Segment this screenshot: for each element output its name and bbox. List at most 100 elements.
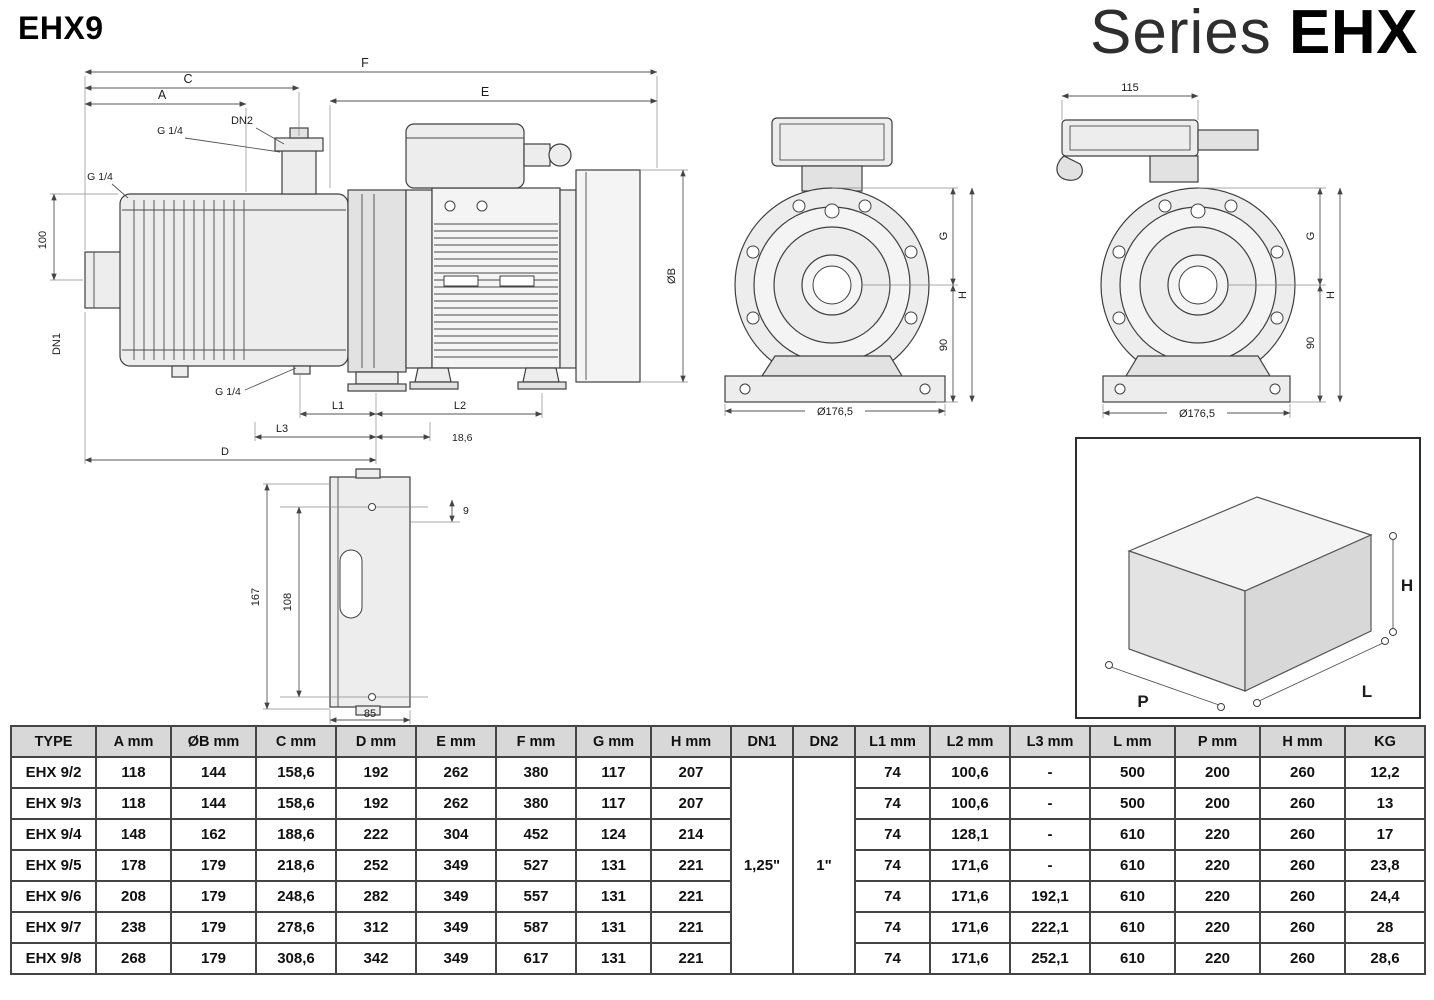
dim-label-l3: L3 (276, 423, 288, 435)
value-cell: 260 (1259, 756, 1346, 789)
column-header-11: L1 mm (854, 725, 931, 758)
dim-label-l2: L2 (454, 400, 466, 412)
value-cell: 171,6 (929, 942, 1011, 975)
leader-labels: G 1/4 G 1/4 G 1/4 DN2 (87, 115, 297, 398)
flange-slot (339, 549, 363, 619)
dim-label-l: L (1362, 682, 1372, 701)
column-header-13: L3 mm (1009, 725, 1091, 758)
value-cell: - (1009, 849, 1091, 882)
value-cell: 268 (95, 942, 172, 975)
motor-bolt (476, 200, 488, 212)
dim-label-108: 108 (282, 593, 294, 611)
motor (405, 123, 641, 390)
dim-label-dn1: DN1 (51, 333, 63, 355)
value-cell: 74 (854, 942, 931, 975)
dim-label-h: H (1325, 291, 1337, 299)
value-cell: 100,6 (929, 756, 1011, 789)
dim-label-90: 90 (1305, 337, 1317, 349)
dim-label-diameter: Ø176,5 (1179, 408, 1215, 420)
dim-label-e: E (481, 85, 489, 99)
value-cell: 380 (495, 756, 577, 789)
value-cell: 118 (95, 756, 172, 789)
dim-label-g: G (1305, 232, 1317, 241)
type-cell: EHX 9/7 (10, 911, 97, 944)
value-cell: 192 (335, 787, 417, 820)
value-cell: 131 (575, 880, 652, 913)
value-cell: 221 (650, 849, 732, 882)
value-cell: 610 (1089, 942, 1176, 975)
cable-gland-nut (548, 143, 572, 167)
value-cell: 380 (495, 787, 577, 820)
drain-plug (171, 365, 189, 378)
vent-plug (1190, 203, 1206, 219)
value-cell: 118 (95, 787, 172, 820)
column-header-6: F mm (495, 725, 577, 758)
value-cell: 28 (1344, 911, 1426, 944)
column-header-0: TYPE (10, 725, 97, 758)
dim-label-diameter: Ø176,5 (817, 406, 853, 418)
value-cell: 148 (95, 818, 172, 851)
cover-hook (1056, 155, 1083, 181)
value-cell: 238 (95, 911, 172, 944)
value-cell: 220 (1174, 849, 1261, 882)
value-cell: 262 (415, 756, 497, 789)
dim-label-90: 90 (938, 339, 950, 351)
dim-label-l1: L1 (332, 400, 344, 412)
value-cell: 349 (415, 849, 497, 882)
center-port (1178, 265, 1218, 305)
terminal-box-cover (1061, 119, 1199, 157)
value-cell: 17 (1344, 818, 1426, 851)
value-cell: 144 (170, 756, 257, 789)
value-cell: 12,2 (1344, 756, 1426, 789)
motor-bolt (444, 200, 456, 212)
value-cell: 527 (495, 849, 577, 882)
value-cell: 220 (1174, 818, 1261, 851)
value-cell: 117 (575, 787, 652, 820)
column-header-7: G mm (575, 725, 652, 758)
discharge-flange (274, 137, 324, 152)
column-header-8: H mm (650, 725, 732, 758)
dim-label-h: H (1401, 576, 1413, 595)
dim-label-g14-left: G 1/4 (87, 171, 113, 183)
packaging-box-drawing: P L H (1105, 496, 1413, 711)
value-cell: 28,6 (1344, 942, 1426, 975)
value-cell: 131 (575, 911, 652, 944)
value-cell: 500 (1089, 787, 1176, 820)
nameplate (499, 275, 535, 287)
value-cell: 200 (1174, 787, 1261, 820)
dim-label-h: H (957, 291, 969, 299)
cover-neck (1149, 155, 1199, 183)
value-cell: 13 (1344, 787, 1426, 820)
nameplate (443, 275, 479, 287)
pedestal (1124, 355, 1272, 377)
value-cell: 587 (495, 911, 577, 944)
value-cell: 308,6 (255, 942, 337, 975)
suction-port (84, 251, 124, 309)
value-cell: 171,6 (929, 849, 1011, 882)
value-cell: 617 (495, 942, 577, 975)
dim-label-a: A (158, 88, 167, 102)
value-cell: 349 (415, 880, 497, 913)
value-cell: 452 (495, 818, 577, 851)
value-cell: 220 (1174, 942, 1261, 975)
dim-label-dn2: DN2 (231, 115, 253, 127)
terminal-box (771, 117, 893, 167)
value-cell: 220 (1174, 911, 1261, 944)
column-header-12: L2 mm (929, 725, 1011, 758)
dim-label-g14-top: G 1/4 (157, 125, 183, 137)
column-header-15: P mm (1174, 725, 1261, 758)
series-name: EHX (1289, 0, 1418, 67)
value-cell: 158,6 (255, 756, 337, 789)
value-cell: 252,1 (1009, 942, 1091, 975)
value-cell: - (1009, 756, 1091, 789)
type-cell: EHX 9/2 (10, 756, 97, 789)
value-cell: 192,1 (1009, 880, 1091, 913)
value-cell: 131 (575, 849, 652, 882)
dim-label-85: 85 (364, 708, 376, 720)
value-cell: 222,1 (1009, 911, 1091, 944)
value-cell: 208 (95, 880, 172, 913)
